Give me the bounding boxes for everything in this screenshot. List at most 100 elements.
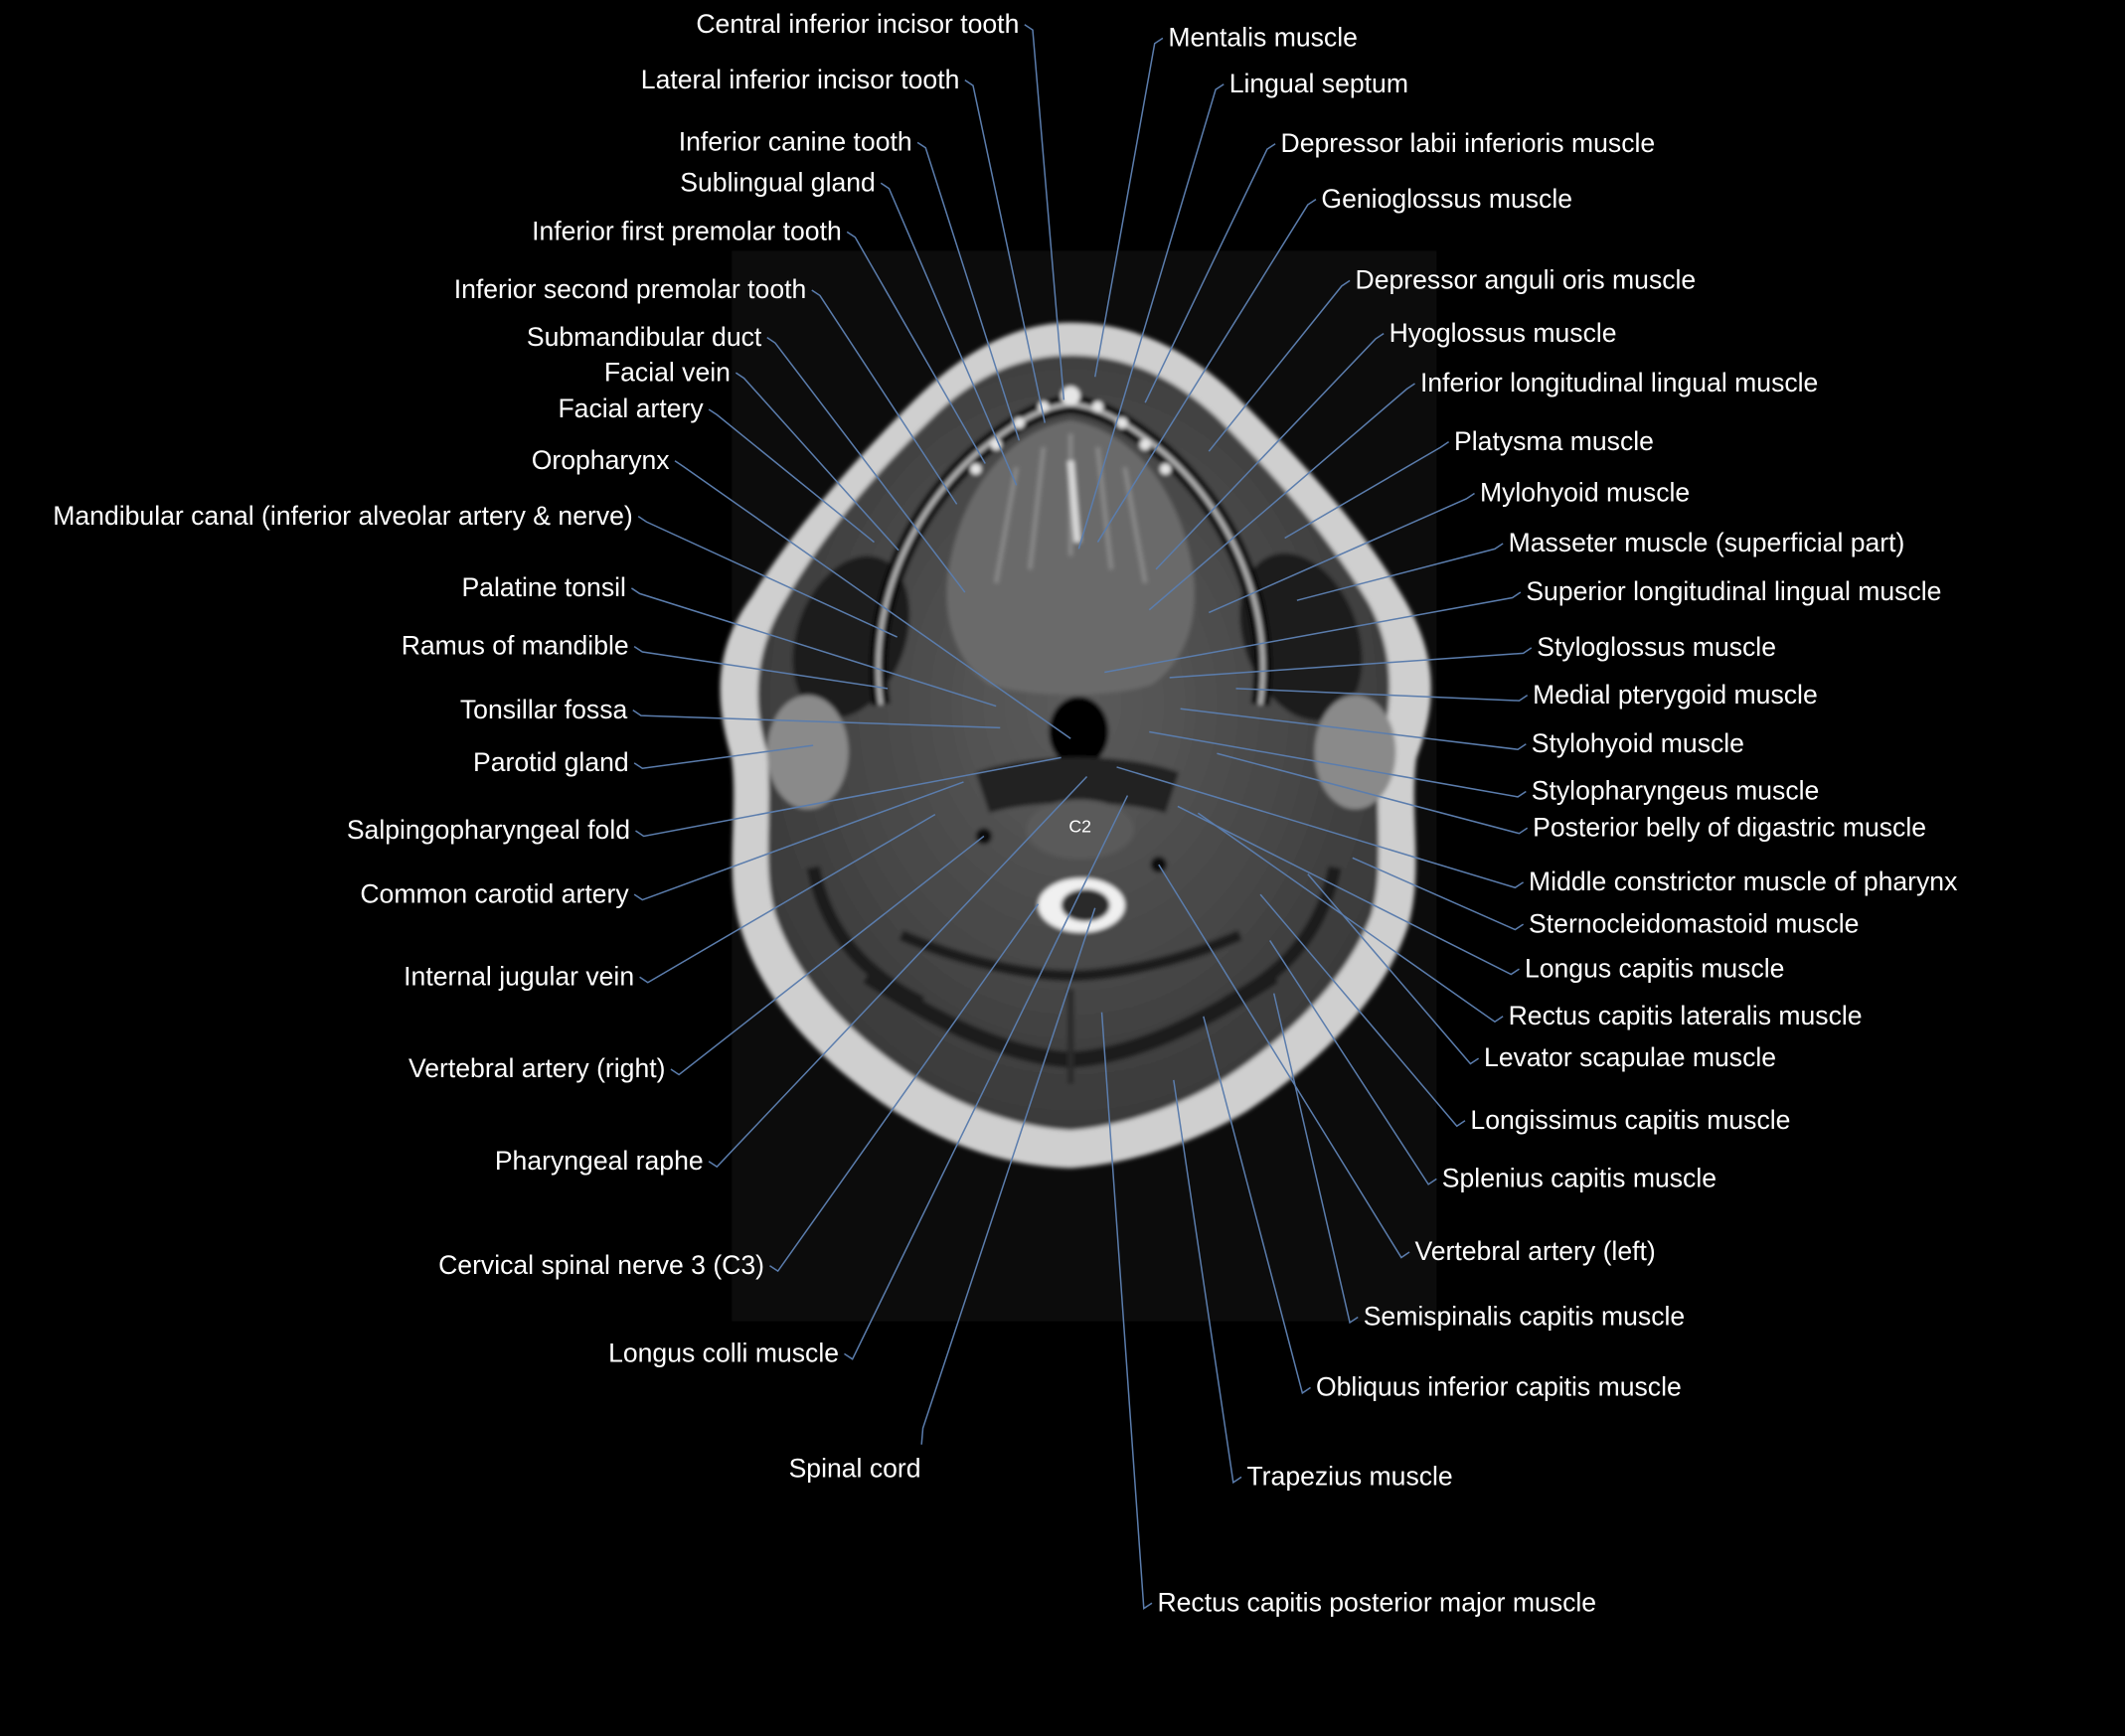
leader-line-longissimus-capitis-muscle: [1259, 893, 1466, 1128]
label-pharyngeal-raphe: Pharyngeal raphe: [495, 1146, 704, 1176]
leader-line-palatine-tonsil: [630, 587, 997, 708]
mri-head-section: [720, 322, 1431, 1169]
label-rectus-capitis-lateralis-muscle: Rectus capitis lateralis muscle: [1509, 1001, 1863, 1030]
label-platysma-muscle: Platysma muscle: [1454, 426, 1654, 456]
label-longus-capitis-muscle: Longus capitis muscle: [1525, 953, 1785, 983]
label-longissimus-capitis-muscle: Longissimus capitis muscle: [1470, 1105, 1790, 1135]
leader-line-platysma-muscle: [1284, 441, 1450, 540]
label-levator-scapulae-muscle: Levator scapulae muscle: [1484, 1042, 1776, 1072]
leader-line-sublingual-gland: [880, 182, 1018, 486]
label-semispinalis-capitis-muscle: Semispinalis capitis muscle: [1364, 1302, 1685, 1332]
label-tonsillar-fossa: Tonsillar fossa: [460, 695, 628, 724]
leader-line-facial-vein: [735, 372, 899, 552]
leader-line-tonsillar-fossa: [632, 710, 1001, 729]
label-vertebral-artery-left: Vertebral artery (left): [1415, 1236, 1656, 1266]
label-vertebral-artery-right: Vertebral artery (right): [409, 1053, 666, 1083]
leader-line-internal-jugular-vein: [639, 813, 936, 984]
leader-line-inferior-longitudinal-lingual-muscle: [1148, 383, 1415, 611]
label-facial-artery: Facial artery: [558, 394, 704, 423]
label-inferior-first-premolar-tooth: Inferior first premolar tooth: [532, 217, 842, 246]
leader-line-trapezius-muscle: [1173, 1079, 1242, 1485]
leader-line-oropharynx: [674, 460, 1071, 739]
leader-line-semispinalis-capitis-muscle: [1272, 993, 1359, 1325]
leader-line-splenius-capitis-muscle: [1268, 940, 1437, 1185]
label-stylopharyngeus-muscle: Stylopharyngeus muscle: [1532, 776, 1820, 806]
label-internal-jugular-vein: Internal jugular vein: [404, 961, 634, 991]
leader-line-cervical-spinal-nerve-3-c3: [769, 903, 1040, 1273]
leader-line-medial-pterygoid-muscle: [1235, 688, 1529, 702]
leader-line-depressor-anguli-oris-muscle: [1208, 279, 1351, 452]
leader-line-pharyngeal-raphe: [708, 775, 1088, 1169]
label-parotid-gland: Parotid gland: [473, 747, 629, 777]
leader-line-submandibular-duct: [766, 337, 966, 593]
label-depressor-anguli-oris-muscle: Depressor anguli oris muscle: [1356, 265, 1697, 295]
label-trapezius-muscle: Trapezius muscle: [1246, 1462, 1452, 1492]
label-submandibular-duct: Submandibular duct: [527, 322, 762, 352]
leader-line-sternocleidomastoid-muscle: [1352, 857, 1525, 931]
leader-line-vertebral-artery-left: [1158, 864, 1410, 1259]
leader-line-genioglossus-muscle: [1096, 198, 1317, 543]
label-superior-longitudinal-lingual-muscle: Superior longitudinal lingual muscle: [1526, 576, 1941, 606]
label-obliquus-inferior-capitis-muscle: Obliquus inferior capitis muscle: [1316, 1372, 1682, 1402]
label-common-carotid-artery: Common carotid artery: [360, 878, 629, 908]
label-mentalis-muscle: Mentalis muscle: [1168, 23, 1358, 53]
label-central-inferior-incisor-tooth: Central inferior incisor tooth: [696, 9, 1019, 39]
vertebra-label: C2: [1068, 816, 1091, 836]
leader-line-inferior-canine-tooth: [916, 141, 1021, 441]
leader-line-superior-longitudinal-lingual-muscle: [1104, 591, 1522, 674]
tongue: [946, 419, 1195, 695]
leader-line-hyoglossus-muscle: [1155, 332, 1385, 570]
leader-line-rectus-capitis-lateralis-muscle: [1197, 812, 1504, 1024]
label-spinal-cord: Spinal cord: [789, 1453, 921, 1483]
leader-line-middle-constrictor-muscle-of-pharynx: [1116, 766, 1525, 889]
leader-line-masseter-muscle-superficial-part: [1296, 543, 1504, 601]
leader-line-facial-artery: [708, 408, 875, 544]
leader-lines: [630, 24, 1533, 1611]
label-lingual-septum: Lingual septum: [1229, 69, 1408, 98]
label-depressor-labii-inferioris-muscle: Depressor labii inferioris muscle: [1281, 128, 1656, 158]
label-cervical-spinal-nerve-3-c3: Cervical spinal nerve 3 (C3): [438, 1250, 764, 1280]
label-mylohyoid-muscle: Mylohyoid muscle: [1480, 478, 1690, 508]
label-sternocleidomastoid-muscle: Sternocleidomastoid muscle: [1529, 908, 1859, 938]
teeth-row: [970, 386, 1172, 475]
label-sublingual-gland: Sublingual gland: [680, 167, 876, 197]
leader-line-levator-scapulae-muscle: [1307, 873, 1480, 1065]
right-parotid: [766, 695, 849, 810]
label-ramus-of-mandible: Ramus of mandible: [402, 631, 629, 661]
leader-line-stylohyoid-muscle: [1180, 708, 1527, 750]
leader-line-inferior-first-premolar-tooth: [846, 231, 986, 464]
spinal-cord-section: [1061, 888, 1110, 922]
leader-line-mandibular-canal-inferior-alveolar-artery-nerve: [637, 516, 898, 638]
label-lateral-inferior-incisor-tooth: Lateral inferior incisor tooth: [641, 65, 960, 94]
label-medial-pterygoid-muscle: Medial pterygoid muscle: [1533, 680, 1818, 710]
label-posterior-belly-of-digastric-muscle: Posterior belly of digastric muscle: [1533, 812, 1926, 842]
oropharynx-airway: [1049, 697, 1109, 767]
leader-line-parotid-gland: [633, 744, 814, 770]
c2-vertebral-body: [1026, 799, 1135, 860]
leader-line-ramus-of-mandible: [633, 645, 889, 690]
leader-line-obliquus-inferior-capitis-muscle: [1203, 1016, 1311, 1395]
label-inferior-canine-tooth: Inferior canine tooth: [679, 127, 912, 157]
leader-line-vertebral-artery-right: [670, 835, 985, 1076]
label-splenius-capitis-muscle: Splenius capitis muscle: [1442, 1164, 1716, 1193]
leader-line-longus-colli-muscle: [844, 795, 1129, 1360]
leader-line-spinal-cord: [920, 907, 1096, 1445]
label-genioglossus-muscle: Genioglossus muscle: [1321, 184, 1572, 214]
label-facial-vein: Facial vein: [604, 357, 731, 387]
label-salpingopharyngeal-fold: Salpingopharyngeal fold: [347, 815, 630, 845]
leader-line-lingual-septum: [1077, 83, 1225, 550]
label-inferior-second-premolar-tooth: Inferior second premolar tooth: [454, 274, 807, 304]
label-mandibular-canal-inferior-alveolar-artery-nerve: Mandibular canal (inferior alveolar arte…: [53, 501, 633, 531]
leader-line-rectus-capitis-posterior-major-muscle: [1100, 1012, 1153, 1611]
label-middle-constrictor-muscle-of-pharynx: Middle constrictor muscle of pharynx: [1529, 867, 1957, 896]
leader-line-common-carotid-artery: [633, 781, 964, 901]
leader-line-posterior-belly-of-digastric-muscle: [1217, 752, 1529, 835]
label-oropharynx: Oropharynx: [532, 445, 670, 475]
leader-line-stylopharyngeus-muscle: [1149, 730, 1527, 798]
label-inferior-longitudinal-lingual-muscle: Inferior longitudinal lingual muscle: [1420, 368, 1818, 397]
label-masseter-muscle-superficial-part: Masseter muscle (superficial part): [1509, 528, 1905, 557]
label-stylohyoid-muscle: Stylohyoid muscle: [1532, 728, 1744, 758]
